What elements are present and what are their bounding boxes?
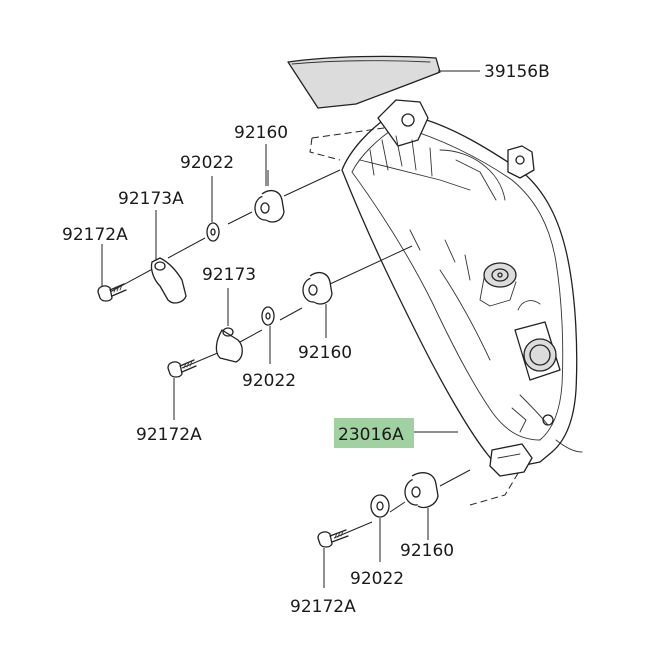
bulb-socket-upper <box>479 262 517 307</box>
label-grommet-upper: 92160 <box>234 123 288 143</box>
label-bolt-lower: 92172A <box>290 597 356 617</box>
axis-middle <box>181 245 413 369</box>
grommet-lower-part <box>404 472 439 509</box>
label-bolt-middle: 92172A <box>136 425 202 445</box>
bolt-upper-part <box>97 283 127 302</box>
mount-outline-upper <box>309 127 385 161</box>
clamp-upper-part <box>150 257 187 304</box>
bolt-lower-part <box>317 529 349 548</box>
lens-cover-part <box>287 55 441 109</box>
clamp-middle-part <box>215 327 243 363</box>
bolt-middle-part <box>167 359 197 378</box>
label-washer-middle: 92022 <box>242 371 296 391</box>
grommet-upper-part <box>254 189 285 223</box>
label-clamp-upper: 92173A <box>118 189 184 209</box>
axis-lower <box>333 469 471 539</box>
label-washer-upper: 92022 <box>180 153 234 173</box>
washer-upper-part <box>206 222 220 242</box>
washer-middle-part <box>261 306 275 326</box>
label-grommet-lower: 92160 <box>400 541 454 561</box>
label-bolt-upper: 92172A <box>62 225 128 245</box>
washer-lower-part <box>370 494 390 518</box>
axis-upper <box>109 169 341 293</box>
label-grommet-middle: 92160 <box>298 343 352 363</box>
bulb-socket-lower <box>514 300 561 381</box>
label-lens-cover: 39156B <box>484 62 550 82</box>
assembly-label-highlight <box>334 418 414 448</box>
turn-signal-housing <box>341 99 583 477</box>
label-washer-lower: 92022 <box>350 569 404 589</box>
grommet-middle-part <box>302 271 333 305</box>
mount-outline-lower <box>469 469 521 506</box>
label-clamp-middle: 92173 <box>202 265 256 285</box>
label-assembly: 23016A <box>338 425 404 445</box>
